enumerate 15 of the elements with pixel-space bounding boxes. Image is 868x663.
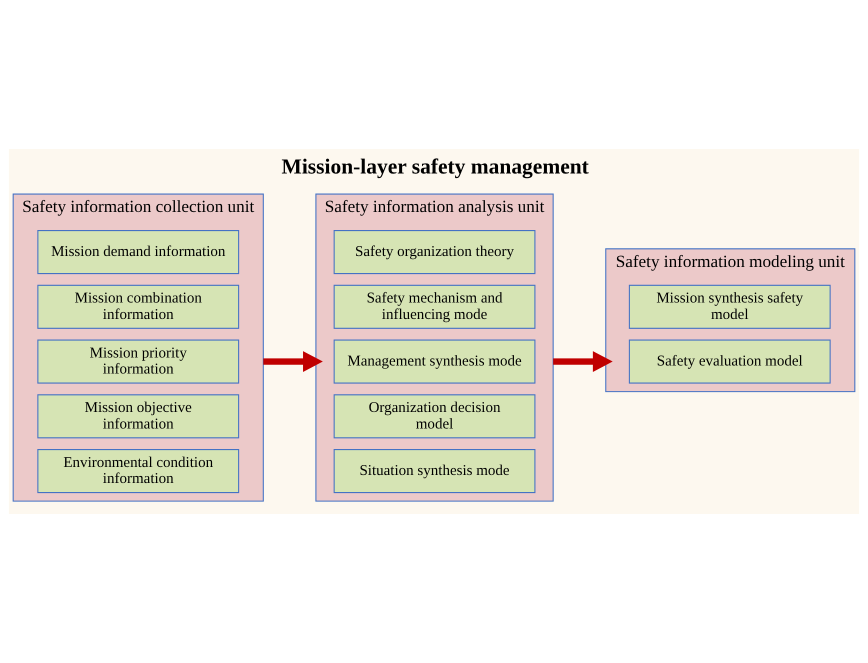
node-box: Safety mechanism and influencing mode: [334, 284, 536, 329]
arrow: [553, 351, 613, 372]
node-box: Situation synthesis mode: [334, 449, 536, 494]
node-box: Mission combination information: [37, 284, 240, 329]
node-box: Mission synthesis safety model: [628, 284, 831, 329]
node-box: Mission objective information: [37, 394, 240, 438]
node-box: Mission priority information: [37, 340, 240, 384]
node-box: Management synthesis mode: [334, 340, 536, 384]
node-box: Organization decision model: [334, 394, 536, 438]
node-box: Mission demand information: [37, 230, 240, 274]
node-box: Environmental condition information: [37, 449, 240, 494]
node-box: Safety organization theory: [334, 230, 536, 274]
diagram-title: Mission-layer safety management: [282, 154, 589, 179]
node-box: Safety evaluation model: [628, 340, 831, 384]
arrow: [263, 351, 323, 372]
